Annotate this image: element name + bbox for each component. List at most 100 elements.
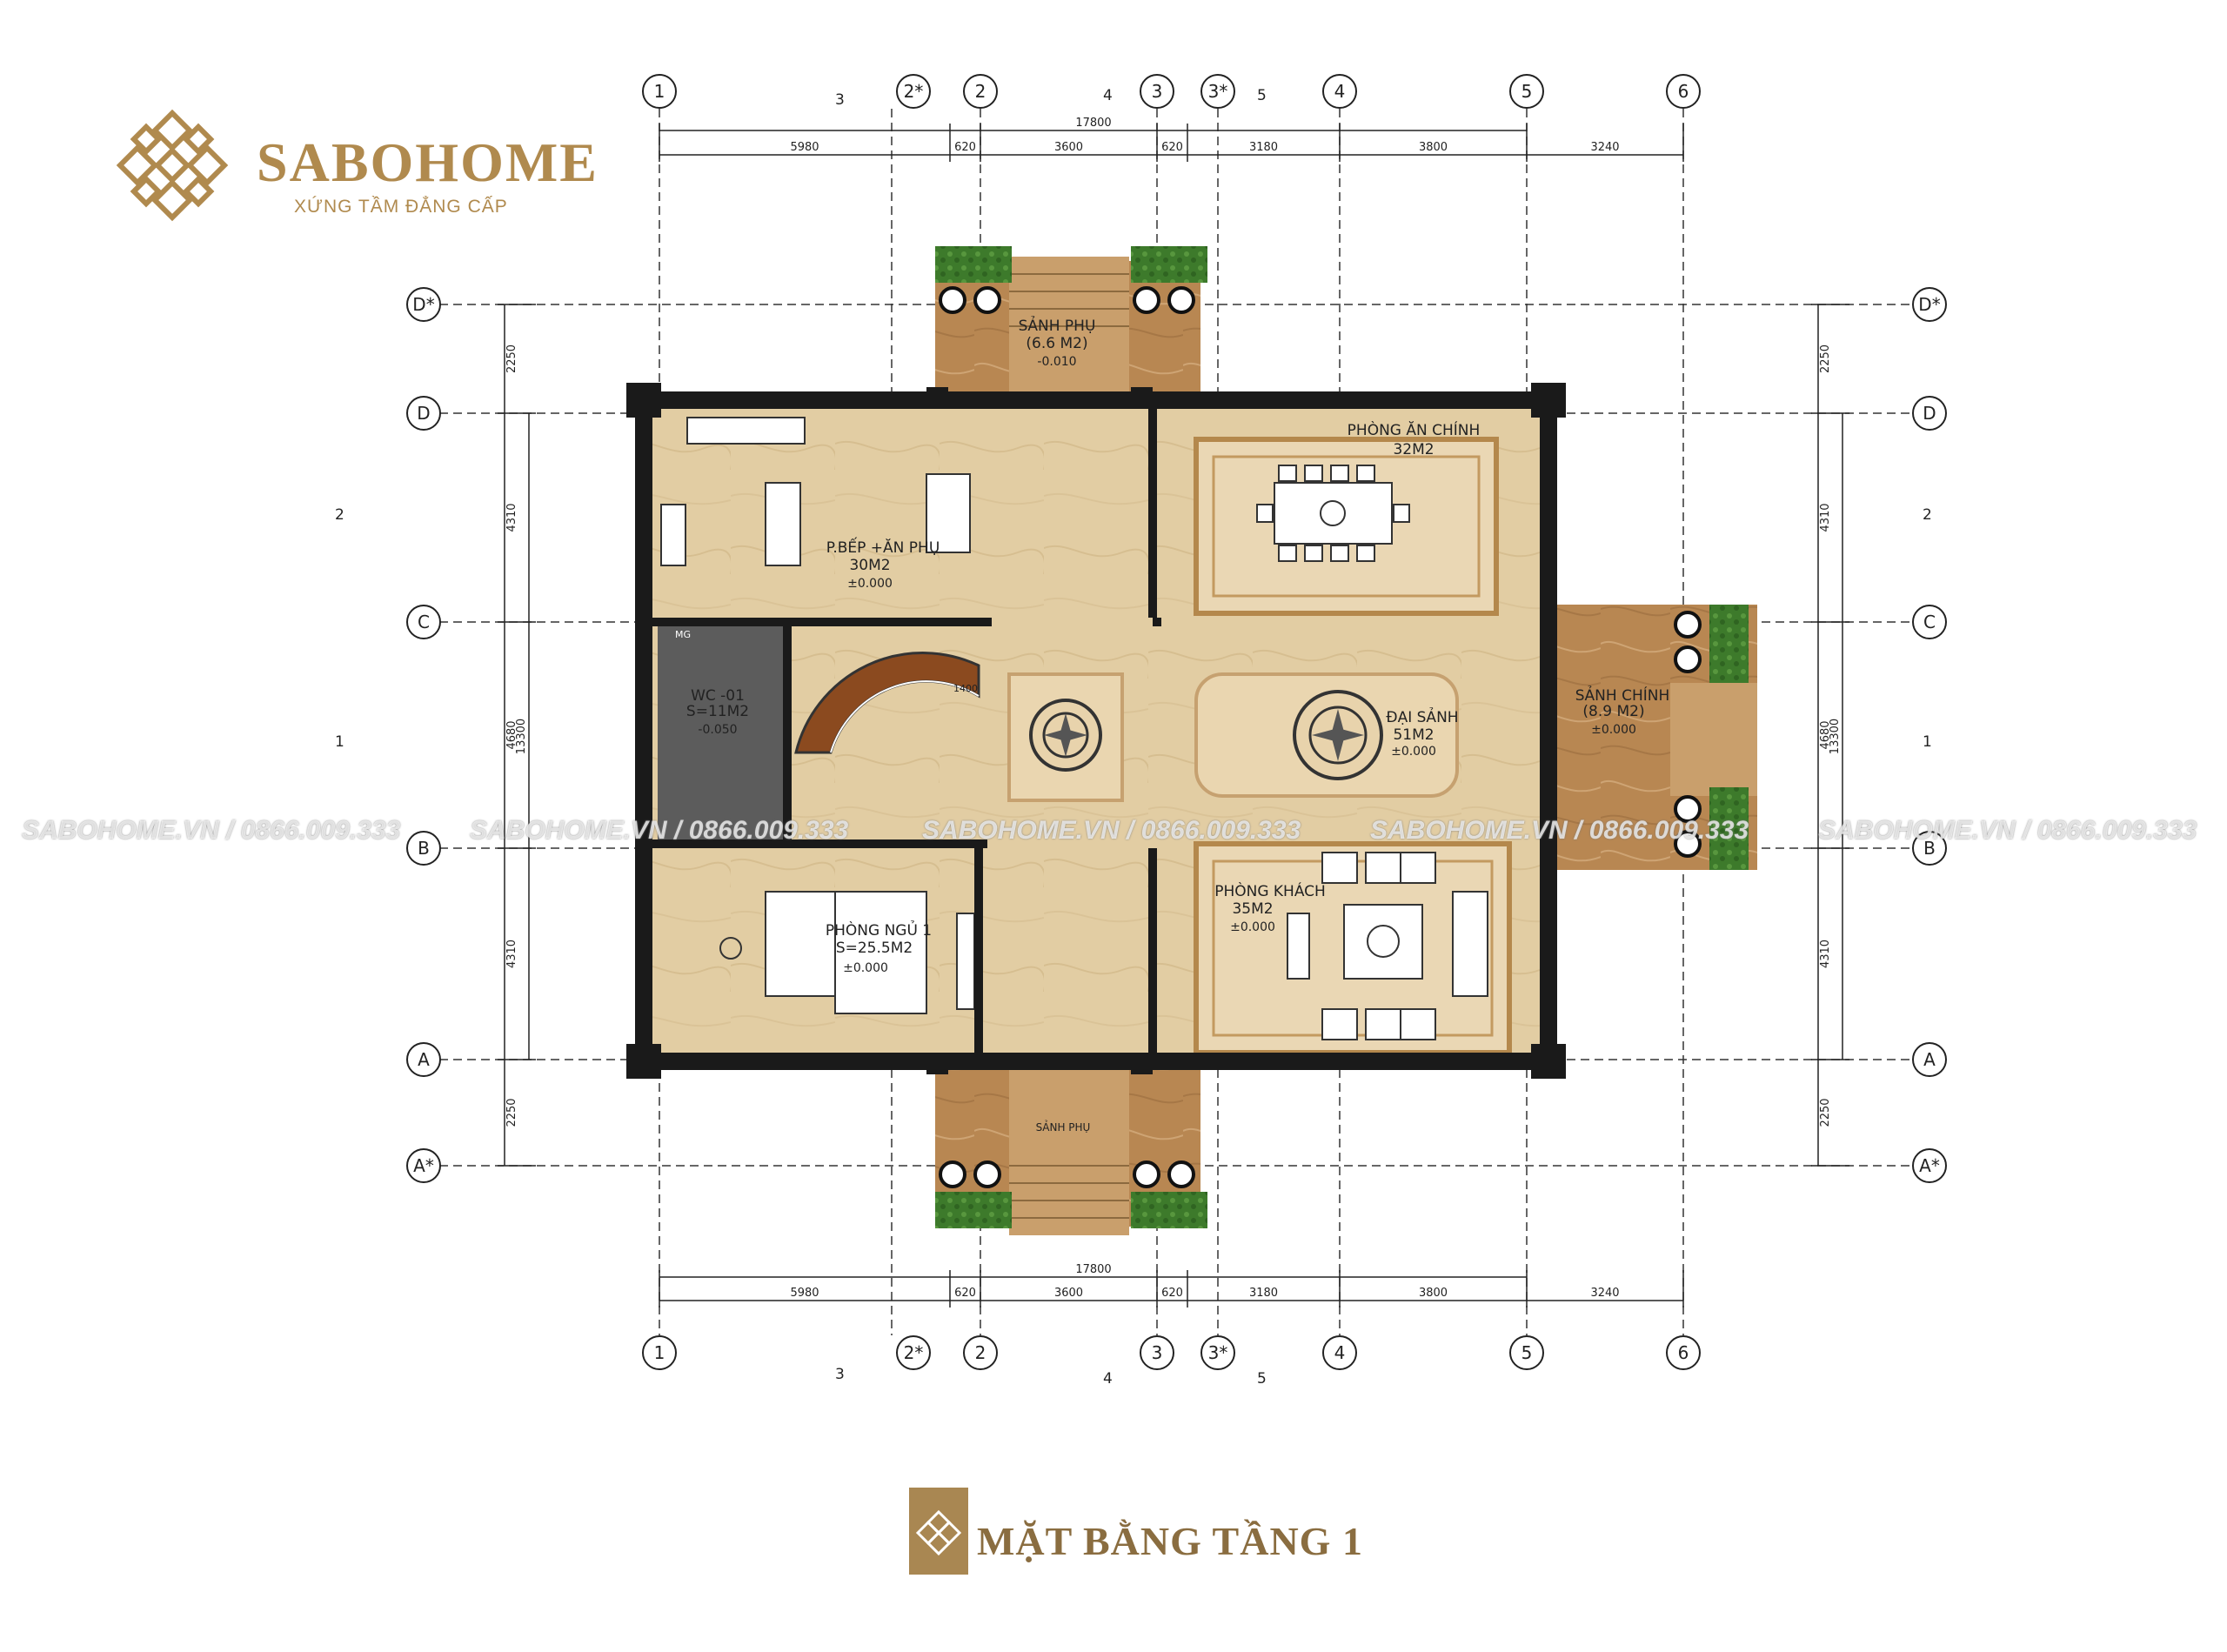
dimension-label: 4310 [505, 503, 518, 532]
dining-chairs [1256, 465, 1410, 562]
wc-tag: MG [675, 629, 691, 640]
grid-bubble-label: 3* [1208, 81, 1228, 102]
dimension-label: 4310 [1819, 940, 1832, 968]
dimension-label: 13300 [1829, 719, 1842, 754]
grid-bubble-label: 2* [904, 81, 924, 102]
armchairs [1321, 852, 1436, 1040]
grid-bubble-label: 1 [654, 81, 665, 102]
section-marker: 4 [1103, 87, 1113, 104]
room-area-bep: 30M2 [849, 557, 890, 574]
bed [765, 891, 845, 997]
grid-bubble [406, 287, 441, 322]
section-marker: 1 [1923, 733, 1932, 751]
grid-bubble [1509, 1335, 1544, 1370]
grid-bubble-label: C [418, 612, 430, 632]
dimension-label: 3800 [1419, 1287, 1448, 1300]
grid-bubble [963, 74, 998, 109]
section-marker: 4 [1103, 1370, 1113, 1388]
grid-bubble [1912, 1148, 1947, 1183]
section-marker: 3 [835, 91, 845, 109]
dimension-label: 4310 [1819, 503, 1832, 532]
room-level-bep: ±0.000 [847, 577, 893, 591]
dimension-label: 5980 [790, 141, 819, 154]
grid-bubble-label: 6 [1678, 1342, 1689, 1363]
footer-logo [909, 1488, 968, 1575]
kitchen-counter-side [660, 504, 686, 566]
dimension-label: 3800 [1419, 141, 1448, 154]
brand-tagline: XỨNG TẦM ĐẲNG CẤP [294, 197, 508, 217]
room-name-phong-khach: PHÒNG KHÁCH [1214, 881, 1326, 900]
grid-bubble-label: B [1923, 838, 1936, 859]
grid-bubble-label: D* [1918, 294, 1940, 315]
room-area-phong-an: 32M2 [1393, 441, 1434, 458]
room-level-sanh-chinh: ±0.000 [1591, 723, 1636, 737]
grid-bubble [406, 605, 441, 639]
dining-table [1274, 482, 1393, 545]
grid-bubble [1200, 1335, 1235, 1370]
room-level-sanh-phu-top: -0.010 [1037, 355, 1076, 369]
dimension-label: 2250 [1819, 344, 1832, 373]
dimension-label: 3180 [1249, 141, 1278, 154]
grid-bubble-label: 1 [654, 1342, 665, 1363]
tv-console [1287, 913, 1310, 980]
dimension-label: 5980 [790, 1287, 819, 1300]
room-area-phong-ngu: S=25.5M2 [836, 940, 913, 957]
grid-bubble [406, 1042, 441, 1077]
wardrobe [956, 913, 975, 1010]
dimension-label: 2250 [1819, 1098, 1832, 1127]
grass-planter [1131, 1192, 1207, 1228]
room-area-sanh-chinh: (8.9 M2) [1582, 703, 1644, 720]
porch-columns [939, 286, 1702, 1188]
grid-bubble [642, 1335, 677, 1370]
room-level-wc: -0.050 [698, 723, 737, 737]
grid-bubble-label: 2 [975, 81, 986, 102]
grid-bubble-label: A* [1919, 1155, 1940, 1176]
grid-bubble [896, 74, 931, 109]
watermark: SABOHOME.VN / 0866.009.333 [470, 816, 849, 845]
grid-bubble [642, 74, 677, 109]
dimension-label: 17800 [1075, 117, 1111, 130]
sofa [1452, 891, 1488, 997]
dimension-label: 3600 [1054, 1287, 1083, 1300]
grid-bubble-label: B [418, 838, 430, 859]
room-name-dai-sanh: ĐẠI SẢNH [1386, 706, 1458, 726]
section-marker: 1 [335, 733, 344, 751]
room-level-dai-sanh: ±0.000 [1391, 745, 1436, 759]
section-marker: 2 [1923, 506, 1932, 524]
sabohome-logo [116, 109, 229, 222]
dining-table-small [926, 473, 971, 553]
grass-planter [935, 246, 1012, 283]
dimension-lines [498, 124, 1849, 1308]
grid-bubble [1666, 1335, 1701, 1370]
grid-bubble-label: 3 [1152, 1342, 1163, 1363]
brand-name: SABOHOME [257, 131, 599, 193]
kitchen-counter [686, 417, 806, 445]
coffee-table [1343, 904, 1423, 980]
grid-bubble-label: A [418, 1049, 430, 1070]
grid-bubble [963, 1335, 998, 1370]
grid-bubble [406, 831, 441, 866]
section-marker: 2 [335, 506, 344, 524]
room-level-phong-khach: ±0.000 [1230, 920, 1275, 934]
room-name-bep: P.BẾP +ĂN PHỤ [826, 536, 940, 557]
porch-right-steps [1670, 683, 1757, 796]
room-area-dai-sanh: 51M2 [1393, 726, 1434, 744]
room-area-phong-khach: 35M2 [1232, 900, 1273, 918]
grid-bubble [1912, 831, 1947, 866]
dimension-label: 4680 [505, 720, 518, 749]
dimension-label: 13300 [515, 719, 528, 754]
watermark: SABOHOME.VN / 0866.009.333 [922, 816, 1301, 845]
watermark: SABOHOME.VN / 0866.009.333 [1818, 816, 2197, 845]
dimension-label: 620 [1161, 1287, 1183, 1300]
grid-bubble-label: D [417, 403, 430, 424]
grid-bubble [1509, 74, 1544, 109]
grass-planter [935, 1192, 1012, 1228]
grid-bubble [406, 396, 441, 431]
room-area-wc: S=11M2 [686, 703, 749, 720]
watermark: SABOHOME.VN / 0866.009.333 [1370, 816, 1749, 845]
room-area-sanh-phu-top: (6.6 M2) [1026, 335, 1087, 352]
grid-bubble-label: A [1923, 1049, 1936, 1070]
grid-bubble [406, 1148, 441, 1183]
room-name-sanh-phu-bottom: SẢNH PHỤ [1036, 1120, 1091, 1134]
